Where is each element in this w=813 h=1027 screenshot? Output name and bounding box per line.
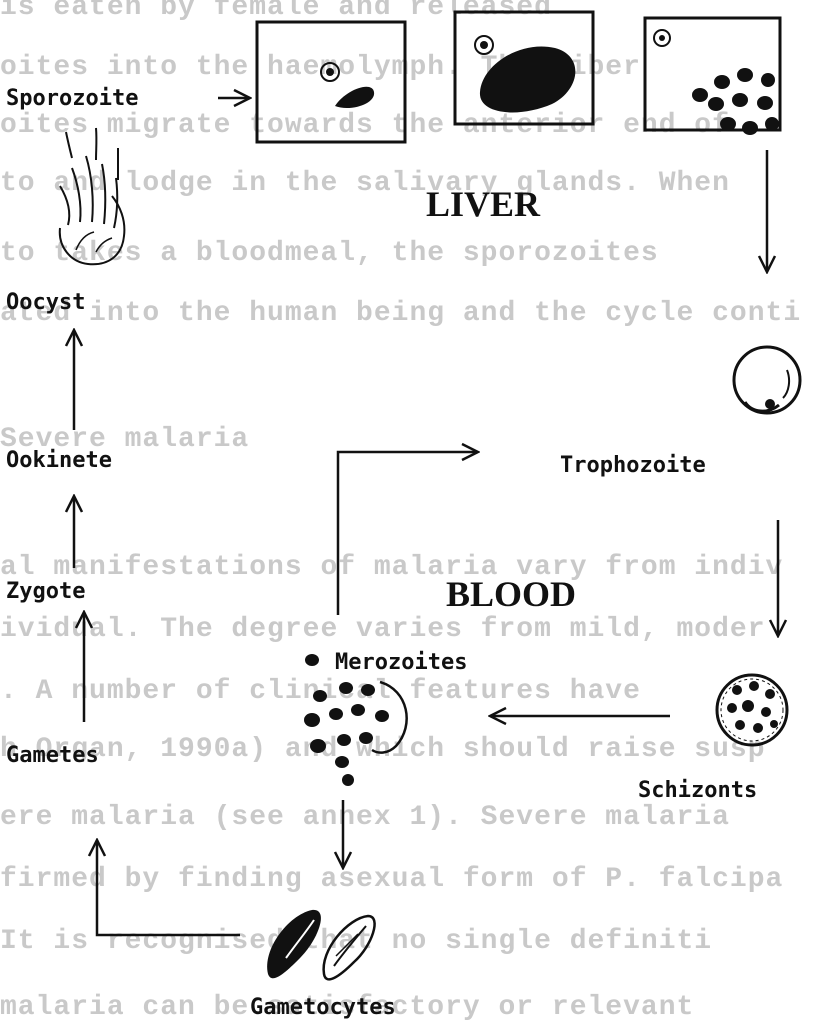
region-label-liver: LIVER — [426, 183, 540, 225]
stage-label-zygote: Zygote — [6, 579, 85, 604]
liver-cell-box-2 — [455, 12, 593, 124]
stage-label-gametocytes: Gametocytes — [250, 995, 396, 1020]
trophozoite-cell — [734, 347, 800, 413]
region-label-blood: BLOOD — [446, 573, 576, 615]
stage-label-oocyst: Oocyst — [6, 290, 85, 315]
stage-label-sporozoite: Sporozoite — [6, 86, 138, 111]
stage-label-schizonts: Schizonts — [638, 778, 757, 803]
oocyst-rupture — [60, 128, 125, 264]
gametocytes-cells — [267, 910, 374, 979]
arrow-gametocytes-to-gametes — [97, 840, 240, 935]
liver-cell-box-3 — [645, 18, 780, 135]
liver-cell-box-1 — [257, 22, 405, 142]
stage-label-trophozoite: Trophozoite — [560, 453, 706, 478]
stage-label-ookinete: Ookinete — [6, 448, 112, 473]
stage-label-gametes: Gametes — [6, 743, 99, 768]
schizont-cell — [717, 675, 787, 745]
stage-label-merozoites: Merozoites — [335, 650, 467, 675]
